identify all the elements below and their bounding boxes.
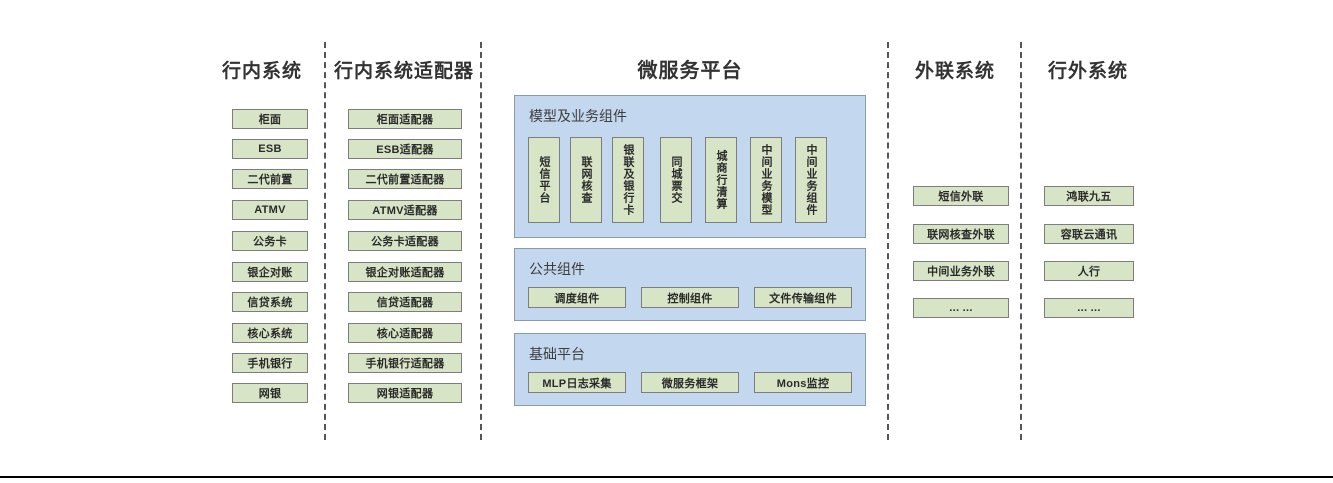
column-title-inbank-systems: 行内系统 [221, 61, 302, 82]
node-model-component-1-label: 短信平台 [538, 156, 550, 204]
node-public-component-2[interactable]: 控制组件 [641, 287, 739, 308]
node-model-component-4-label: 同城票交 [670, 156, 682, 204]
node-base-platform-2[interactable]: 微服务框架 [641, 372, 739, 393]
node-external-link-2[interactable]: 联网核查外联 [913, 224, 1009, 244]
node-model-component-3-label: 银联及银行卡 [622, 144, 634, 216]
node-inbank-system-4[interactable]: ATMV [232, 200, 308, 220]
node-inbank-adapter-2[interactable]: ESB适配器 [348, 139, 462, 159]
node-inbank-system-6[interactable]: 银企对账 [232, 262, 308, 282]
panel-title-model-business-components: 模型及业务组件 [529, 108, 627, 124]
column-title-outbank-systems: 行外系统 [1047, 61, 1128, 82]
node-inbank-system-3[interactable]: 二代前置 [232, 169, 308, 189]
node-external-link-4[interactable]: ... ... [913, 298, 1009, 318]
column-separator-3 [887, 42, 889, 440]
node-base-platform-3[interactable]: Mons监控 [754, 372, 852, 393]
column-title-inbank-adapters: 行内系统适配器 [333, 61, 474, 82]
node-inbank-adapter-6[interactable]: 银企对账适配器 [348, 262, 462, 282]
node-model-component-4[interactable]: 同城票交 [660, 137, 692, 223]
node-inbank-system-1[interactable]: 柜面 [232, 109, 308, 129]
node-inbank-system-2[interactable]: ESB [232, 139, 308, 159]
node-inbank-adapter-9[interactable]: 手机银行适配器 [348, 353, 462, 373]
panel-base-platform: 基础平台 [514, 333, 866, 406]
panel-title-base-platform: 基础平台 [529, 346, 585, 362]
node-inbank-system-10[interactable]: 网银 [232, 383, 308, 403]
node-model-component-3[interactable]: 银联及银行卡 [612, 137, 644, 223]
node-external-link-3[interactable]: 中间业务外联 [913, 261, 1009, 281]
node-inbank-adapter-5[interactable]: 公务卡适配器 [348, 231, 462, 251]
node-outbank-system-4[interactable]: ... ... [1044, 298, 1134, 318]
node-model-component-2[interactable]: 联网核查 [570, 137, 602, 223]
column-title-microservice-platform: 微服务平台 [637, 60, 743, 82]
node-external-link-1[interactable]: 短信外联 [913, 186, 1009, 206]
node-inbank-system-5[interactable]: 公务卡 [232, 231, 308, 251]
node-public-component-3[interactable]: 文件传输组件 [754, 287, 852, 308]
node-inbank-adapter-10[interactable]: 网银适配器 [348, 383, 462, 403]
node-inbank-adapter-1[interactable]: 柜面适配器 [348, 109, 462, 129]
column-separator-1 [324, 42, 326, 440]
node-model-component-5[interactable]: 城商行清算 [705, 137, 737, 223]
column-title-external-link-systems: 外联系统 [914, 61, 995, 82]
node-model-component-7[interactable]: 中间业务组件 [795, 137, 827, 223]
node-model-component-6-label: 中间业务模型 [760, 144, 772, 216]
node-public-component-1[interactable]: 调度组件 [528, 287, 626, 308]
column-separator-4 [1020, 42, 1022, 440]
node-model-component-6[interactable]: 中间业务模型 [750, 137, 782, 223]
node-inbank-system-7[interactable]: 信贷系统 [232, 292, 308, 312]
column-separator-2 [480, 42, 482, 440]
node-model-component-2-label: 联网核查 [580, 156, 592, 204]
panel-public-components: 公共组件 [514, 248, 866, 321]
node-outbank-system-1[interactable]: 鸿联九五 [1044, 186, 1134, 206]
node-inbank-system-8[interactable]: 核心系统 [232, 323, 308, 343]
node-inbank-adapter-8[interactable]: 核心适配器 [348, 323, 462, 343]
node-inbank-adapter-3[interactable]: 二代前置适配器 [348, 169, 462, 189]
bottom-divider [0, 476, 1333, 478]
node-inbank-adapter-4[interactable]: ATMV适配器 [348, 200, 462, 220]
node-inbank-system-9[interactable]: 手机银行 [232, 353, 308, 373]
node-model-component-1[interactable]: 短信平台 [528, 137, 560, 223]
node-model-component-7-label: 中间业务组件 [805, 144, 817, 216]
node-base-platform-1[interactable]: MLP日志采集 [528, 372, 626, 393]
node-outbank-system-2[interactable]: 容联云通讯 [1044, 224, 1134, 244]
node-outbank-system-3[interactable]: 人行 [1044, 261, 1134, 281]
node-model-component-5-label: 城商行清算 [715, 150, 727, 210]
panel-title-public-components: 公共组件 [529, 261, 585, 277]
node-inbank-adapter-7[interactable]: 信贷适配器 [348, 292, 462, 312]
